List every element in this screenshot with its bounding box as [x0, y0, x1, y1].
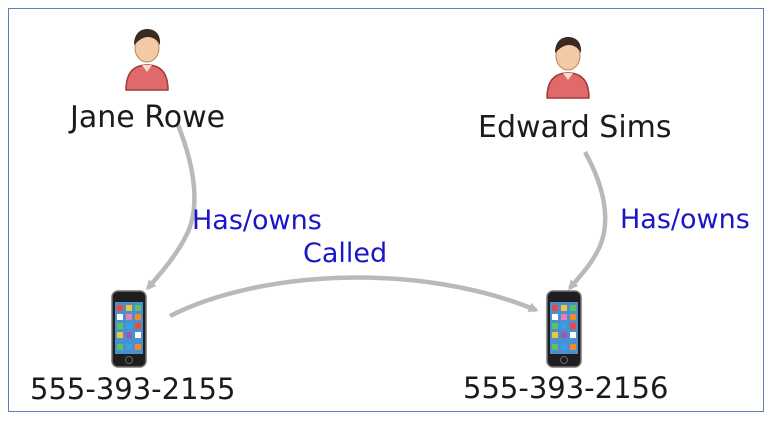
edge-left-owns-arrow	[146, 124, 197, 291]
phone-number-right: 555-393-2156	[463, 371, 669, 405]
smartphone-icon-right	[546, 290, 582, 372]
smartphone-icon-left	[111, 290, 147, 372]
person-icon-left	[120, 24, 174, 96]
edge-label-right-owns: Has/owns	[620, 204, 750, 235]
person-icon-right	[541, 32, 595, 104]
edge-label-called: Called	[303, 238, 388, 269]
edge-called-arrow	[168, 275, 539, 319]
person-name-right: Edward Sims	[478, 110, 672, 145]
edge-label-left-owns: Has/owns	[192, 205, 322, 236]
person-name-left: Jane Rowe	[70, 100, 226, 135]
phone-number-left: 555-393-2155	[30, 372, 236, 406]
edge-right-owns-arrow	[568, 150, 608, 291]
